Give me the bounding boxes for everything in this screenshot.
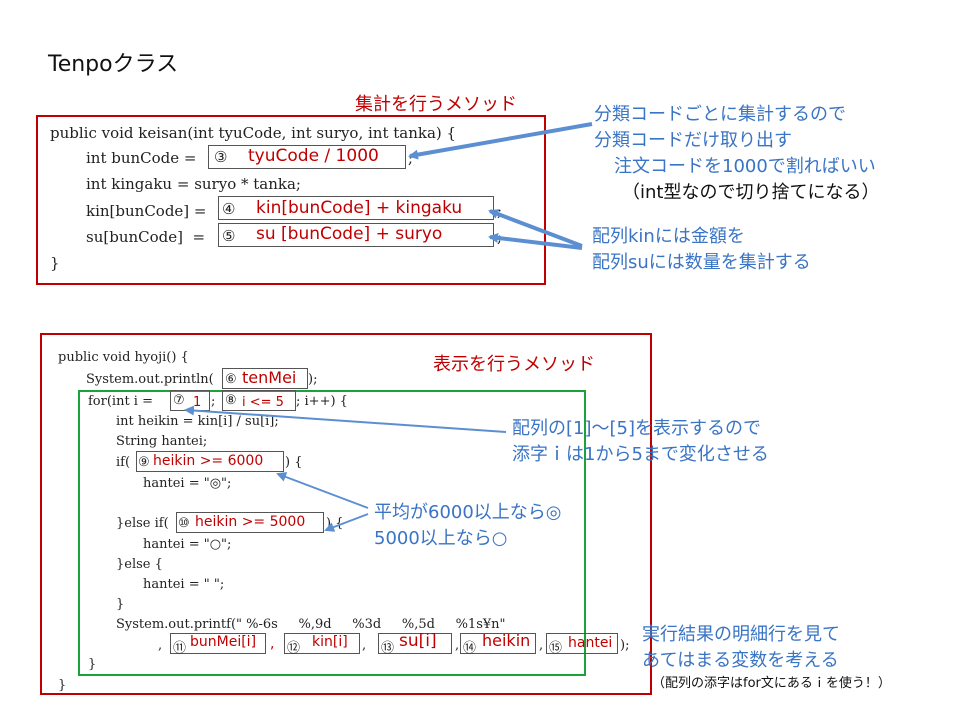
if-close-brace: } bbox=[116, 597, 125, 612]
hyoji-signature: public void hyoji() { bbox=[58, 350, 189, 365]
hantei-blank: hantei = " "; bbox=[143, 577, 225, 592]
blank-15-box bbox=[546, 633, 618, 654]
blank-10-number: ⑩ bbox=[178, 516, 190, 531]
if-end: ) { bbox=[285, 455, 303, 470]
note-loop-2: 添字ｉは1から5まで変化させる bbox=[512, 444, 769, 465]
arrow-avg-5000 bbox=[324, 513, 369, 532]
blank-5-number: ⑤ bbox=[222, 227, 236, 245]
blank-13-number: ⑬ bbox=[381, 641, 395, 656]
blank-7-number: ⑦ bbox=[173, 393, 185, 408]
printf-comma: , bbox=[158, 638, 163, 653]
println-start: System.out.println( bbox=[86, 372, 214, 387]
if-start: if( bbox=[116, 455, 131, 470]
arrow-avg-6000 bbox=[276, 472, 369, 509]
blank-8-box bbox=[222, 390, 296, 411]
for-semicolon: ; bbox=[211, 394, 216, 409]
page-title: Tenpoクラス bbox=[48, 52, 179, 77]
keisan-line-kingaku: int kingaku = suryo * tanka; bbox=[86, 175, 301, 193]
blank-11-box bbox=[170, 633, 266, 654]
blank-14-number: ⑭ bbox=[463, 641, 477, 656]
blank-13-answer: su[i] bbox=[399, 631, 437, 651]
blank-9-box bbox=[136, 451, 284, 472]
semicolon: ; bbox=[497, 202, 503, 220]
section2-label: 表示を行うメソッド bbox=[433, 354, 595, 375]
printf-comma: , bbox=[539, 638, 544, 653]
printf-comma-red: , bbox=[270, 636, 275, 652]
note-result-1: 実行結果の明細行を見て bbox=[642, 624, 840, 645]
hantei-circle: hantei = "○"; bbox=[143, 537, 232, 552]
blank-4-box bbox=[218, 196, 494, 220]
keisan-method-frame bbox=[36, 115, 546, 285]
blank-14-box bbox=[460, 633, 536, 654]
hyoji-method-frame bbox=[40, 333, 652, 695]
note-bunrui-1: 分類コードごとに集計するので bbox=[594, 104, 846, 125]
note-result-paren: （配列の添字はfor文にあるｉを使う！） bbox=[652, 676, 891, 691]
keisan-line-buncode: int bunCode = bbox=[86, 149, 197, 167]
else-start: }else { bbox=[116, 557, 163, 572]
blank-12-number: ⑫ bbox=[287, 641, 301, 656]
blank-13-box bbox=[378, 633, 452, 654]
note-array-2: 配列suには数量を集計する bbox=[592, 252, 811, 273]
keisan-line-su: su[bunCode] = bbox=[86, 228, 206, 246]
blank-12-box bbox=[284, 633, 360, 654]
printf-format: System.out.printf(" %-6s %,9d %3d %,5d %… bbox=[116, 617, 506, 632]
note-array-1: 配列kinには金額を bbox=[592, 226, 745, 247]
note-loop-1: 配列の[1]～[5]を表示するので bbox=[512, 418, 761, 439]
blank-4-answer: kin[bunCode] + kingaku bbox=[256, 198, 463, 218]
printf-comma: , bbox=[362, 638, 367, 653]
for-start: for(int i = bbox=[88, 394, 153, 409]
blank-3-box bbox=[208, 145, 406, 169]
blank-10-box bbox=[176, 512, 324, 533]
note-avg-2: 5000以上なら○ bbox=[374, 528, 508, 549]
blank-4-number: ④ bbox=[222, 200, 236, 218]
arrow-kin bbox=[488, 209, 583, 248]
for-close-brace: } bbox=[88, 657, 97, 672]
blank-6-answer: tenMei bbox=[242, 368, 297, 387]
blank-15-answer: hantei bbox=[568, 635, 613, 651]
println-end: ); bbox=[308, 372, 318, 387]
for-loop-frame bbox=[78, 390, 586, 676]
blank-12-answer: kin[i] bbox=[312, 634, 348, 650]
note-bunrui-paren: （int型なので切り捨てになる） bbox=[622, 182, 880, 203]
section1-label: 集計を行うメソッド bbox=[355, 94, 517, 115]
blank-9-number: ⑨ bbox=[138, 455, 150, 470]
blank-8-number: ⑧ bbox=[225, 393, 237, 408]
blank-8-answer: i <= 5 bbox=[242, 395, 284, 410]
hyoji-close-brace: } bbox=[58, 678, 67, 693]
hantei-decl: String hantei; bbox=[116, 434, 208, 449]
elseif-start: }else if( bbox=[116, 516, 169, 531]
blank-14-answer: heikin bbox=[482, 631, 531, 650]
arrow-su bbox=[488, 232, 583, 250]
keisan-close-brace: } bbox=[50, 254, 60, 272]
blank-3-answer: tyuCode / 1000 bbox=[248, 146, 379, 166]
note-bunrui-3: 注文コードを1000で割ればいい bbox=[614, 156, 876, 177]
keisan-line-kin: kin[bunCode] = bbox=[86, 202, 207, 220]
blank-11-answer: bunMei[i] bbox=[190, 634, 257, 650]
printf-end: ); bbox=[620, 638, 630, 653]
printf-comma: , bbox=[455, 638, 460, 653]
blank-10-answer: heikin >= 5000 bbox=[195, 514, 306, 530]
blank-11-number: ⑪ bbox=[173, 641, 187, 656]
arrow-buncode bbox=[408, 122, 593, 160]
blank-6-box bbox=[222, 368, 308, 389]
blank-3-number: ③ bbox=[214, 148, 228, 166]
keisan-signature: public void keisan(int tyuCode, int sury… bbox=[50, 124, 457, 142]
blank-5-answer: su [bunCode] + suryo bbox=[256, 224, 443, 244]
for-increment: ; i++) { bbox=[296, 394, 348, 409]
arrow-loop bbox=[184, 405, 507, 433]
note-result-2: あてはまる変数を考える bbox=[642, 650, 839, 671]
hantei-double-circle: hantei = "◎"; bbox=[143, 476, 232, 491]
blank-9-answer: heikin >= 6000 bbox=[153, 453, 264, 469]
note-avg-1: 平均が6000以上なら◎ bbox=[374, 502, 562, 523]
blank-6-number: ⑥ bbox=[225, 372, 237, 387]
blank-7-answer: 1 bbox=[193, 395, 202, 410]
heikin-line: int heikin = kin[i] / su[i]; bbox=[116, 414, 279, 429]
note-bunrui-2: 分類コードだけ取り出す bbox=[594, 130, 792, 151]
blank-15-number: ⑮ bbox=[549, 641, 563, 656]
